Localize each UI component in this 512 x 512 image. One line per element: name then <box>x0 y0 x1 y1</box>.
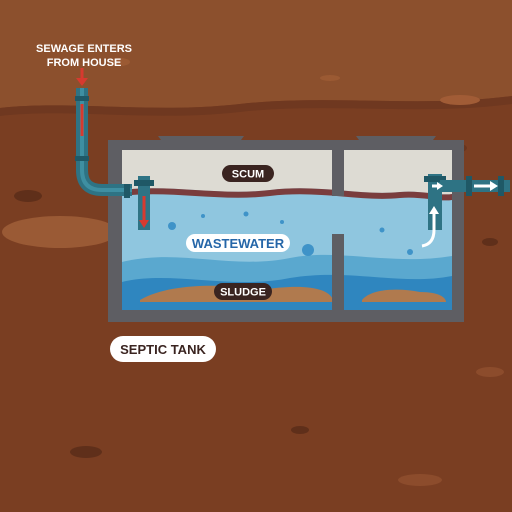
pipe-joint <box>124 184 130 198</box>
sludge-right <box>362 289 446 302</box>
soil-edge <box>0 96 512 116</box>
inlet-pipe-highlight <box>80 88 132 192</box>
bubble <box>201 214 205 218</box>
pipe-joint <box>134 180 154 186</box>
soil-pebble <box>14 190 42 202</box>
soil-pebble <box>440 95 480 105</box>
pipe-joint <box>424 176 446 182</box>
scum-label-pill <box>222 165 274 182</box>
bubble <box>302 244 314 256</box>
soil-pebble <box>291 426 309 434</box>
pipe-joint <box>75 96 89 101</box>
bubble <box>280 220 284 224</box>
sludge-label-pill <box>214 283 272 300</box>
soil-pebble <box>476 367 504 377</box>
bubble <box>168 222 176 230</box>
scum-water-boundary <box>122 188 452 201</box>
wastewater-label: WASTEWATER <box>192 236 285 251</box>
pipe-joint <box>466 176 472 196</box>
soil-pebble <box>70 446 102 458</box>
pipe-joint <box>498 176 504 196</box>
tank-label-pill <box>110 336 216 362</box>
pipe-joint <box>75 156 89 161</box>
soil-pebble <box>482 238 498 246</box>
flow-arrow-down-icon <box>76 68 149 228</box>
divider-wall-top <box>332 150 344 196</box>
divider-wall-bottom <box>332 234 344 310</box>
bubble <box>407 249 413 255</box>
soil-pebble <box>110 58 130 66</box>
scum-label: SCUM <box>232 169 264 181</box>
soil-blob <box>2 216 118 248</box>
flow-arrow-up-icon <box>421 206 439 248</box>
bubble <box>379 227 385 233</box>
sewage-label-line1: SEWAGE ENTERS <box>36 43 132 55</box>
tank-label: SEPTIC TANK <box>120 342 206 357</box>
flow-arrow-right-icon <box>432 181 498 191</box>
bubble <box>243 211 249 217</box>
sewage-label-line2: FROM HOUSE <box>47 57 122 69</box>
sludge-label: SLUDGE <box>220 287 266 299</box>
upper-soil-layer <box>0 0 512 108</box>
wastewater-label-pill <box>186 234 290 252</box>
soil-pebble <box>320 75 340 81</box>
soil-pebble <box>398 474 442 486</box>
